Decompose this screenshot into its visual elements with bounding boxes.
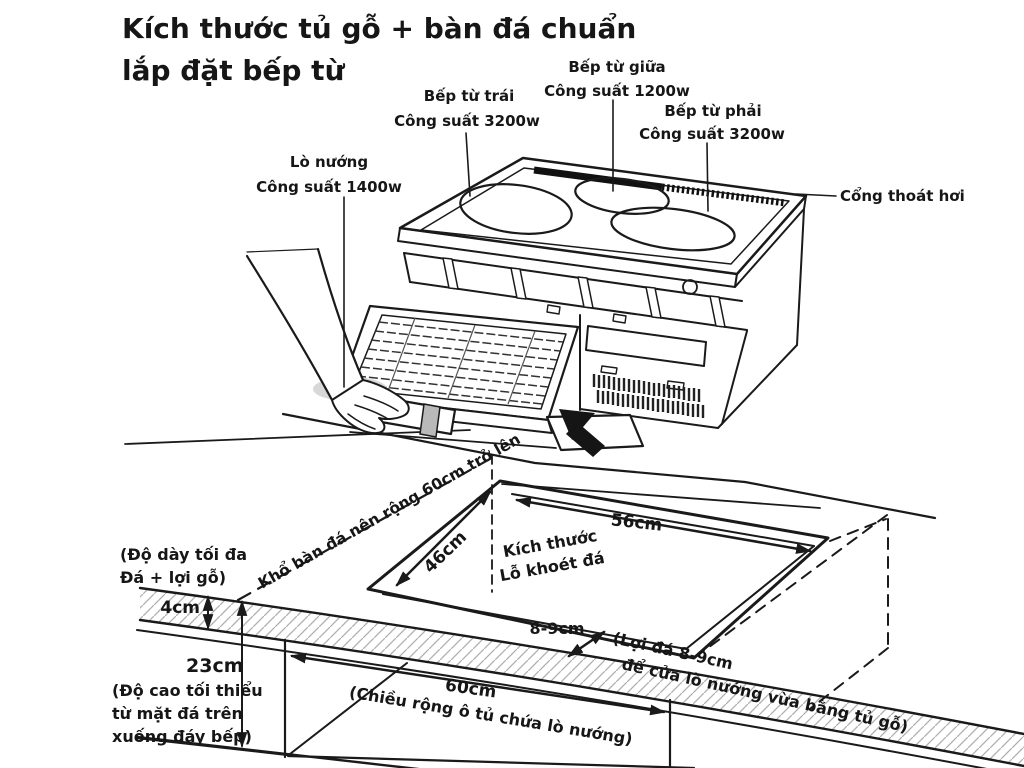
dim-arrow-60cm [289, 652, 667, 716]
label-burner-mid-power: Công suất 1200w [544, 82, 690, 100]
callout-line-left-burner [465, 132, 471, 197]
dim-arrow-46cm [395, 490, 492, 587]
label-burner-left-name: Bếp từ trái [424, 86, 514, 105]
burner-right-ring [610, 206, 736, 252]
cooktop-glass-surface [398, 156, 808, 276]
callout-lines [343, 99, 837, 388]
support-frame [403, 252, 748, 331]
front-panel-recess [585, 325, 707, 367]
label-burner-mid-name: Bếp từ giữa [568, 57, 665, 76]
page-title-line-2: lắp đặt bếp từ [122, 54, 346, 87]
hand [331, 379, 410, 435]
callout-line-right-burner [706, 142, 709, 212]
page-title-line-1: Kích thước tủ gỗ + bàn đá chuẩn [122, 11, 636, 45]
dim-23cm: 23cm [186, 655, 244, 677]
cooktop-illustration [124, 99, 937, 520]
label-burner-left-power: Công suất 3200w [394, 112, 540, 130]
vent-strip-grille [661, 183, 787, 207]
hand-arm [245, 247, 410, 435]
lower-trim-band-top [135, 735, 420, 768]
counter-back-edge-line [281, 412, 937, 520]
note-height-2: từ mặt đá trên [112, 704, 243, 723]
label-vent: Cổng thoát hơi [840, 186, 965, 205]
dim-arrow-56cm [514, 497, 813, 554]
note-thickness-1: (Độ dày tối đa [120, 545, 247, 564]
table-back-edge-line [124, 429, 471, 445]
label-oven-power: Công suất 1400w [256, 178, 402, 196]
burner-left-ring [459, 183, 573, 235]
knob-circle [682, 279, 698, 295]
body-vent-slots [592, 374, 705, 418]
dim-arrow-8-9cm [567, 630, 606, 658]
drawer-handle-clasp [419, 403, 441, 438]
dim-56cm: 56cm [610, 510, 663, 535]
cooktop-glass-inner-line [420, 167, 790, 265]
hidden-edges-dashed [696, 514, 889, 710]
label-burner-right-name: Bếp từ phải [664, 101, 761, 120]
dim-4cm: 4cm [160, 598, 200, 618]
grill-cross-rails [387, 317, 536, 405]
stone-edge-band-bottom [138, 618, 1024, 768]
callout-line-vent [795, 193, 837, 197]
note-height-3: xuống đáy bếp) [112, 727, 252, 746]
note-counter-width: Khổ bàn đá nên rộng 60cm trở lên [255, 429, 524, 592]
direction-arrow-icon [559, 409, 605, 457]
cabinet-floor-line [286, 754, 696, 768]
dimension-arrows [202, 490, 813, 749]
cabinet-corner-line [289, 662, 408, 755]
note-thickness-2: Đá + lợi gỗ) [120, 568, 226, 587]
dimension-diagram [135, 453, 1024, 768]
dim-8-9cm: 8-9cm [529, 619, 584, 638]
label-burner-right-power: Công suất 3200w [639, 125, 785, 143]
oven-body [579, 208, 805, 429]
label-oven-name: Lò nướng [290, 153, 368, 171]
countertop-left-edge-dashed [236, 453, 499, 602]
note-height-1: (Độ cao tối thiểu [112, 681, 263, 700]
